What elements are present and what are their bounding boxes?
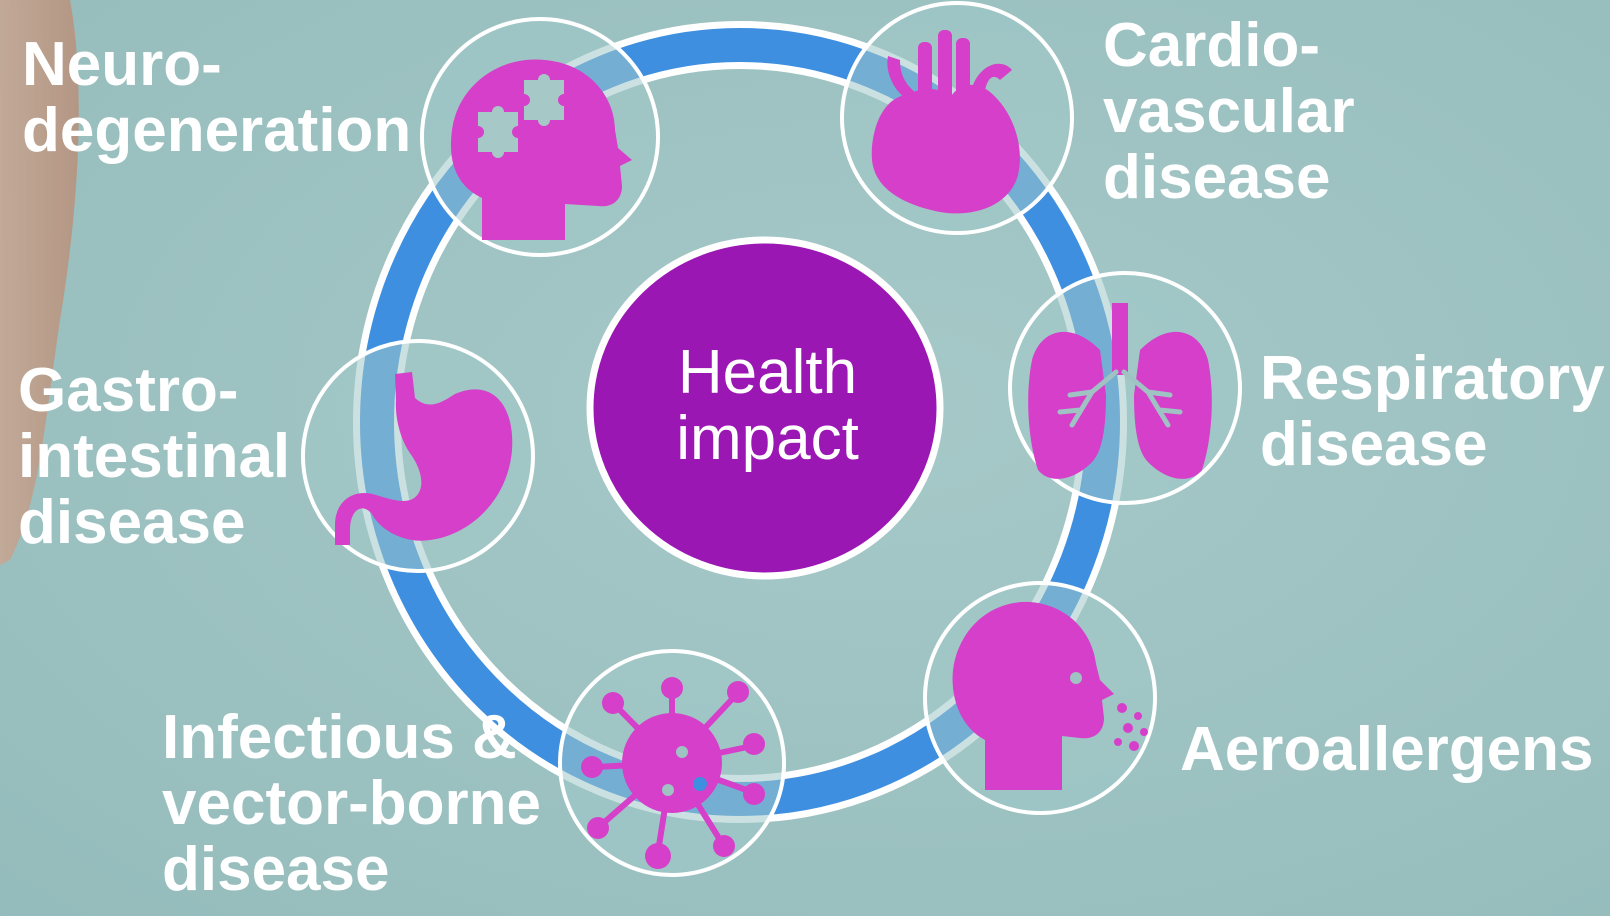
- label-cardio-line-3: disease: [1103, 143, 1331, 212]
- label-infectious-line-3: disease: [162, 835, 390, 904]
- label-gastro-line-3: disease: [18, 488, 246, 557]
- label-gastro: Gastro- intestinal disease: [18, 358, 290, 556]
- label-aero-line-1: Aeroallergens: [1180, 715, 1594, 784]
- center-circle: [586, 236, 944, 580]
- center-label-line-2: impact: [676, 404, 859, 473]
- label-neuro-line-2: degeneration: [22, 96, 412, 165]
- label-respiratory-line-2: disease: [1260, 410, 1488, 479]
- label-neuro-line-1: Neuro-: [22, 30, 222, 99]
- label-respiratory: Respiratory disease: [1260, 346, 1605, 478]
- label-infectious: Infectious & vector-borne disease: [162, 705, 541, 903]
- label-cardio: Cardio- vascular disease: [1103, 13, 1355, 211]
- virus-icon: [581, 677, 765, 869]
- label-cardio-line-2: vascular: [1103, 77, 1355, 146]
- label-aero: Aeroallergens: [1180, 717, 1594, 783]
- stomach-icon: [335, 372, 513, 545]
- lungs-icon: [1028, 303, 1212, 479]
- label-gastro-line-2: intestinal: [18, 422, 291, 491]
- center-label-line-1: Health: [677, 338, 858, 407]
- label-gastro-line-1: Gastro-: [18, 356, 239, 425]
- label-respiratory-line-1: Respiratory: [1260, 344, 1605, 413]
- center-label: Health impact: [595, 340, 940, 472]
- label-infectious-line-2: vector-borne: [162, 769, 541, 838]
- label-neuro: Neuro- degeneration: [22, 32, 411, 164]
- label-cardio-line-1: Cardio-: [1103, 11, 1320, 80]
- brain-puzzle-icon: [450, 59, 632, 240]
- head-allergen-icon: [952, 601, 1148, 790]
- heart-icon: [871, 30, 1020, 214]
- hand-silhouette: [0, 0, 79, 565]
- label-infectious-line-1: Infectious &: [162, 703, 517, 772]
